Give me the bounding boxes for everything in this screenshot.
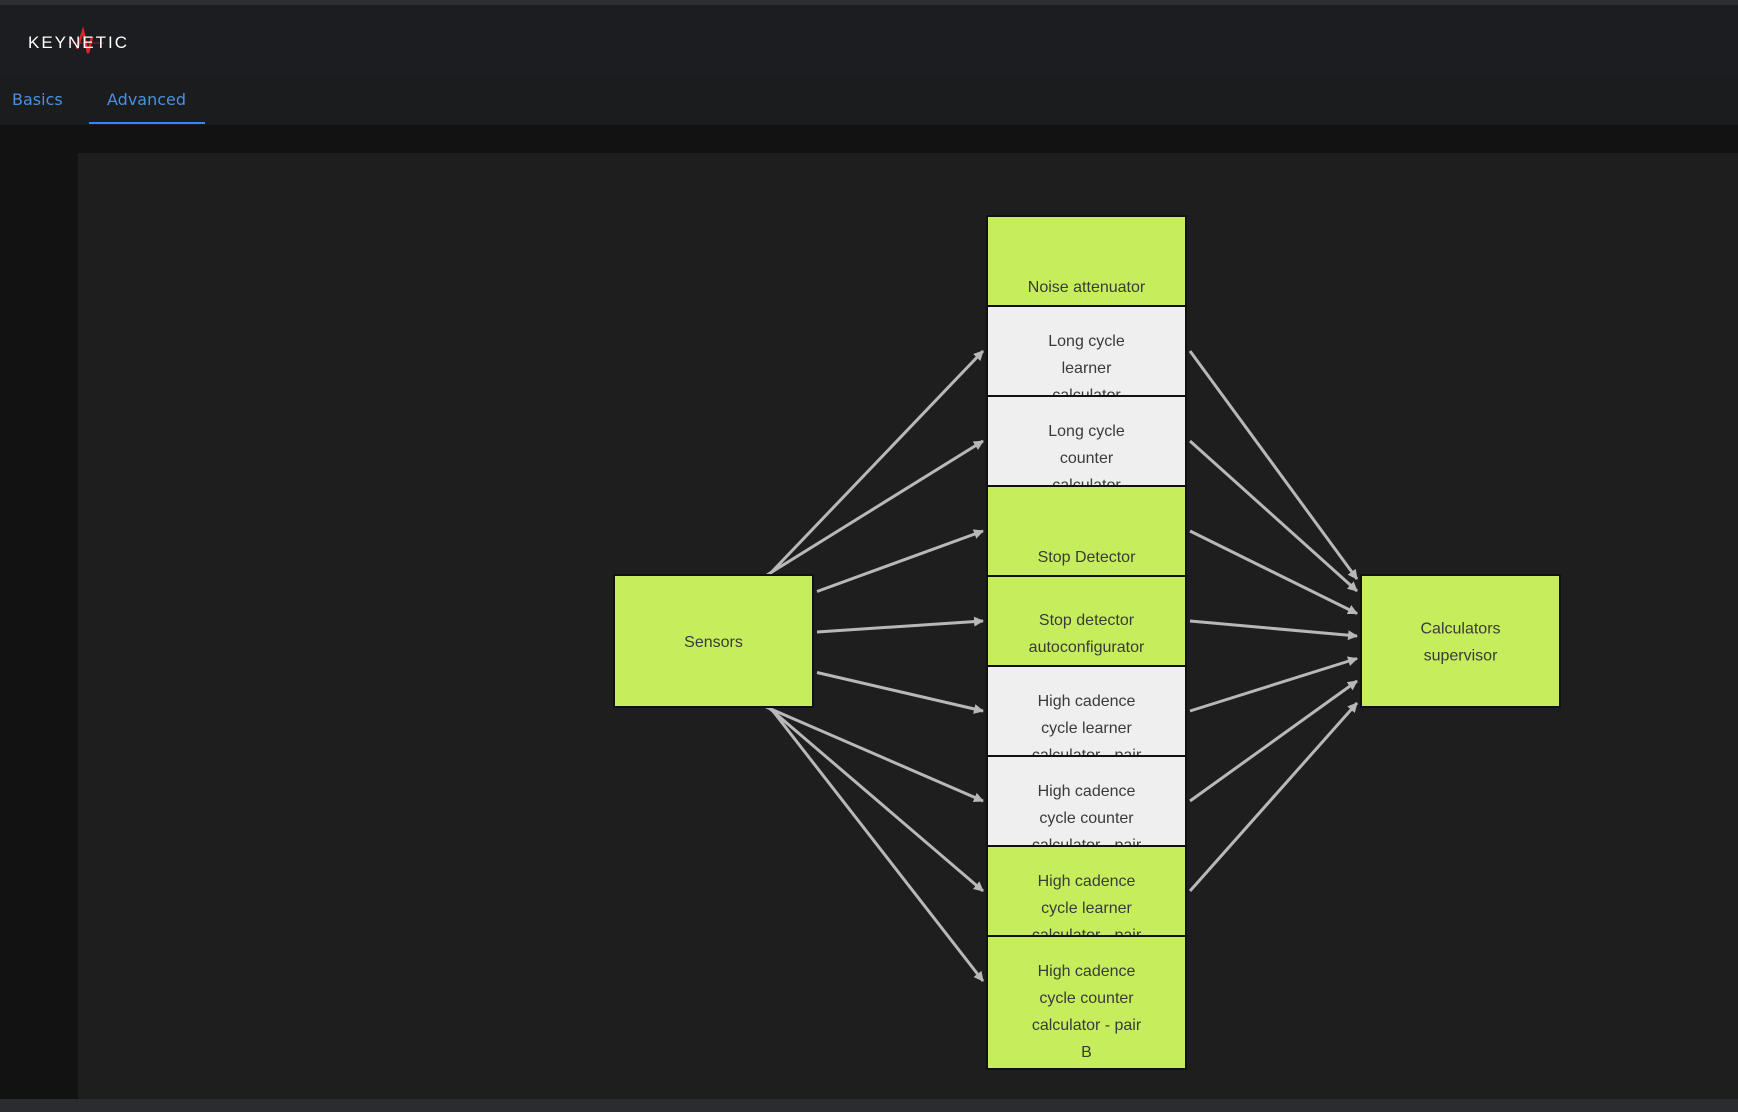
edge-sensors-to-high-cadence-cycle-counter-calculator-pair-b <box>768 706 985 982</box>
tab-basics[interactable]: Basics <box>12 90 63 109</box>
node-noise-attenuator[interactable]: Noise attenuator <box>986 215 1187 307</box>
window-top-strip <box>0 0 1738 5</box>
node-high-cadence-cycle-counter-calculator-pair-b[interactable]: High cadence cycle counter calculator - pa… <box>986 935 1187 1070</box>
node-sensors[interactable]: Sensors <box>613 574 814 708</box>
node-label-line: High cadence <box>1038 963 1136 980</box>
node-label-line: Noise attenuator <box>1028 279 1146 296</box>
node-label-line: cycle learner <box>1041 900 1132 917</box>
edge-high-cadence-cycle-learner-calculator-pair-a-to-supervisor <box>1189 656 1358 713</box>
edge-high-cadence-cycle-counter-calculator-pair-a-to-supervisor <box>1189 679 1358 803</box>
tab-advanced[interactable]: Advanced <box>107 90 187 109</box>
node-label-line: learner <box>1062 360 1112 377</box>
node-label-line: High cadence <box>1038 693 1136 710</box>
edge-stop-detector-autoconfigurator-to-supervisor <box>1189 619 1358 641</box>
node-label-line: cycle counter <box>1039 990 1134 1007</box>
node-label-line: B <box>1081 1044 1092 1061</box>
node-label-line: cycle learner <box>1041 720 1132 737</box>
bottom-scrollbar[interactable] <box>0 1099 1738 1112</box>
edge-high-cadence-cycle-learner-calculator-pair-b-to-supervisor <box>1188 702 1359 892</box>
logo-text: KEYNETIC <box>28 33 130 52</box>
node-label-line: Sensors <box>684 634 743 651</box>
edge-sensors-to-high-cadence-cycle-learner-calculator-pair-a <box>816 671 984 714</box>
node-stop-detector-autoconfigurator[interactable]: Stop detector autoconfigurator <box>986 575 1187 667</box>
edge-sensors-to-stop-detector <box>816 529 984 593</box>
node-label-line: cycle counter <box>1039 810 1134 827</box>
node-label-line: autoconfigurator <box>1029 639 1145 656</box>
node-label-line: Long cycle <box>1048 333 1125 350</box>
node-label-line: calculator - pair <box>1032 1017 1142 1034</box>
keynetic-logo[interactable]: KEYNETIC <box>28 25 146 57</box>
edge-sensors-to-high-cadence-cycle-counter-calculator-pair-a <box>765 705 984 803</box>
node-label-line: Calculators <box>1420 621 1500 638</box>
active-tab-indicator <box>89 122 205 124</box>
logo-mark-icon <box>68 26 104 54</box>
edge-sensors-to-long-cycle-learner-calculator <box>767 349 985 577</box>
node-label-line: supervisor <box>1424 648 1498 665</box>
node-label-line: High cadence <box>1038 873 1136 890</box>
app-header: KEYNETIC <box>0 5 1738 75</box>
edge-sensors-to-stop-detector-autoconfigurator <box>816 616 984 634</box>
edge-long-cycle-counter-calculator-to-supervisor <box>1188 439 1359 593</box>
node-label-line: Long cycle <box>1048 423 1125 440</box>
node-stop-detector[interactable]: Stop Detector <box>986 485 1187 577</box>
diagram-nodes: Sensors Calculators supervisor Noise attenu… <box>613 215 1561 1070</box>
node-calculators-supervisor[interactable]: Calculators supervisor <box>1360 574 1561 708</box>
edge-long-cycle-learner-calculator-to-supervisor <box>1188 350 1359 580</box>
node-label-line: High cadence <box>1038 783 1136 800</box>
node-label-line: counter <box>1060 450 1114 467</box>
node-label-line: Stop Detector <box>1038 549 1137 566</box>
tab-bar: Basics Advanced <box>0 75 1738 125</box>
node-long-cycle-learner-calculator[interactable]: Long cyclelearnercalculator <box>986 305 1187 404</box>
edge-sensors-to-long-cycle-counter-calculator <box>766 439 984 577</box>
diagram-edges <box>765 349 1359 982</box>
node-label-line: Stop detector <box>1039 612 1135 629</box>
edge-sensors-to-high-cadence-cycle-learner-calculator-pair-b <box>767 705 984 893</box>
edge-stop-detector-to-supervisor <box>1189 529 1358 615</box>
